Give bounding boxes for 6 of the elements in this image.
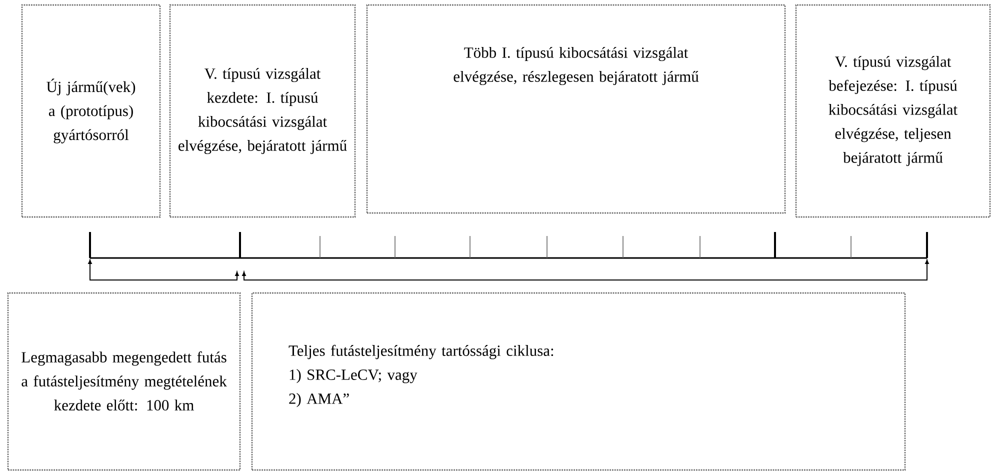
text-box: V. típusú vizsgálat kezdete: I. típusú kibocsátási vizsgálat elvégzése, bejáratott jármű	[169, 4, 356, 218]
text-box: Legmagasabb megengedett futás a futásteljesítmény megtételének kezdete előtt: 100 km	[7, 292, 241, 471]
text-box: Teljes futásteljesítmény tartóssági ciklusa: 1) SRC-LeCV; vagy 2) AMA”	[251, 292, 906, 471]
text-box: Új jármű(vek) a (prototípus) gyártósorról	[21, 4, 161, 218]
text-box: V. típusú vizsgálat befejezése: I. típusú kibocsátási vizsgálat elvégzése, teljesen bejáratott jármű	[795, 4, 991, 218]
text-box: Több I. típusú kibocsátási vizsgálat elvégzése, részlegesen bejáratott jármű	[366, 4, 786, 214]
